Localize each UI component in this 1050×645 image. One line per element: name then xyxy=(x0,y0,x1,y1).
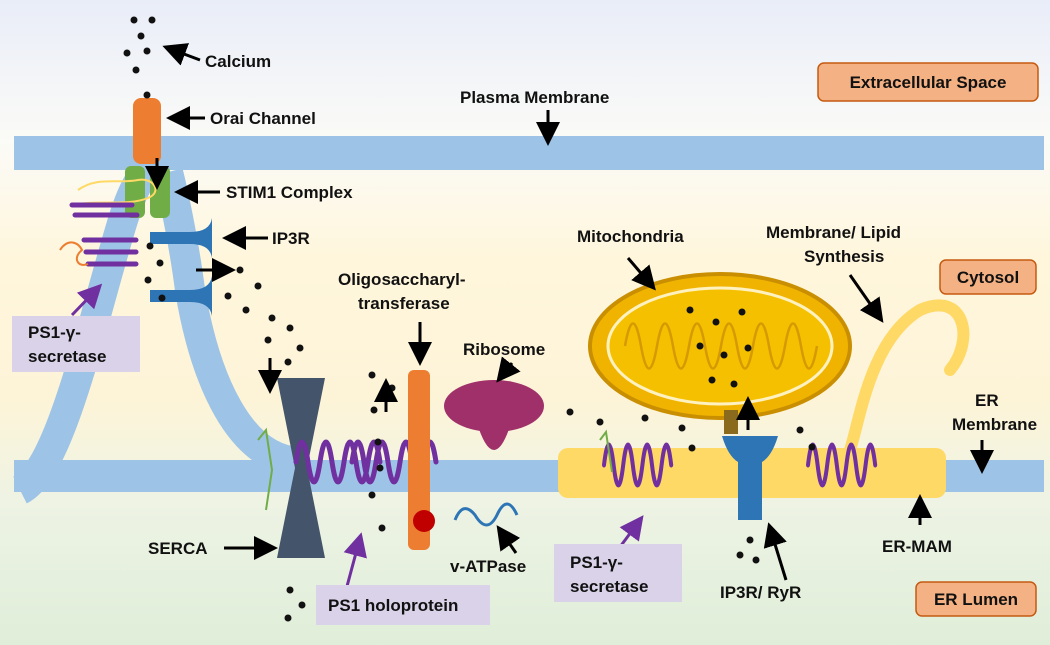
label-serca: SERCA xyxy=(148,539,208,558)
label-oligo-2: transferase xyxy=(358,294,450,313)
ps1-left-cluster xyxy=(59,178,157,267)
label-er-mam: ER-MAM xyxy=(882,537,952,556)
svg-text:ER Lumen: ER Lumen xyxy=(934,590,1018,609)
pointer-arrows xyxy=(145,43,994,581)
calcium-dots xyxy=(123,16,816,622)
label-stim1: STIM1 Complex xyxy=(226,183,353,202)
label-ps1-left-1: PS1-γ- xyxy=(28,323,81,342)
mitochondria xyxy=(588,272,852,434)
ip3r-left xyxy=(150,218,212,316)
label-ip3r-ryr: IP3R/ RyR xyxy=(720,583,801,602)
label-plasma-membrane: Plasma Membrane xyxy=(460,88,609,107)
label-ribosome: Ribosome xyxy=(463,340,545,359)
ip3r-ryr-channel xyxy=(722,436,778,520)
lipid-synthesis-hook xyxy=(844,299,970,456)
label-oligo-1: Oligosaccharyl- xyxy=(338,270,466,289)
ps1-holoprotein-box xyxy=(316,585,490,625)
region-er-lumen: ER Lumen xyxy=(915,581,1037,617)
ps1-mid-cluster xyxy=(599,429,875,485)
plasma-membrane-band xyxy=(14,136,1044,170)
label-er-membrane-2: Membrane xyxy=(952,415,1037,434)
svg-text:Extracellular Space: Extracellular Space xyxy=(850,73,1007,92)
label-orai: Orai Channel xyxy=(210,109,316,128)
svg-text:Cytosol: Cytosol xyxy=(957,268,1019,287)
serca xyxy=(277,378,325,558)
label-calcium: Calcium xyxy=(205,52,271,71)
v-atpase xyxy=(453,502,519,527)
label-er-membrane-1: ER xyxy=(975,391,999,410)
label-ps1-mid-2: secretase xyxy=(570,577,648,596)
er-tube-right xyxy=(153,168,302,477)
orai-channel xyxy=(133,98,161,164)
label-mitochondria: Mitochondria xyxy=(577,227,684,246)
label-ps1-holoprotein: PS1 holoprotein xyxy=(328,596,458,615)
label-membrane-lipid-1: Membrane/ Lipid xyxy=(766,223,901,242)
region-cytosol: Cytosol xyxy=(939,259,1037,295)
region-extracellular: Extracellular Space xyxy=(817,62,1039,102)
label-ps1-mid-1: PS1-γ- xyxy=(570,553,623,572)
ribosome xyxy=(444,380,544,450)
ps1-mid-box xyxy=(554,544,682,602)
label-ip3r: IP3R xyxy=(272,229,310,248)
oligosaccharyltransferase xyxy=(408,370,435,550)
ps1-left-box xyxy=(12,316,140,372)
label-ps1-left-2: secretase xyxy=(28,347,106,366)
ps1-holoprotein xyxy=(257,427,436,511)
label-v-atpase: v-ATPase xyxy=(450,557,526,576)
label-membrane-lipid-2: Synthesis xyxy=(804,247,884,266)
